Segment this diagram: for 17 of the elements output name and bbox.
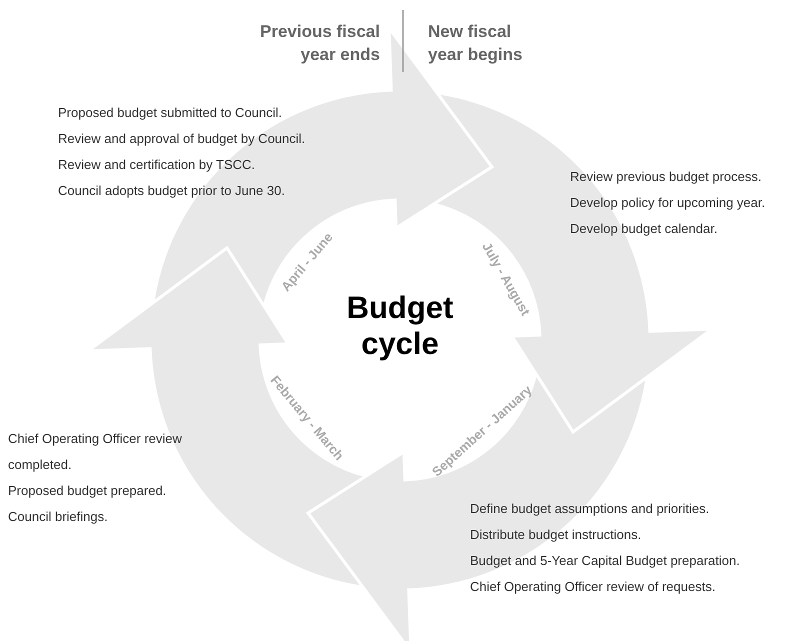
task-text: Council briefings. — [8, 508, 109, 526]
task-text: Develop policy for upcoming year. — [570, 194, 766, 212]
task-text: Define budget assumptions and priorities. — [470, 500, 710, 518]
task-text: Review and approval of budget by Council. — [58, 130, 306, 148]
task-text: Proposed budget prepared. — [8, 482, 168, 500]
task-text: Proposed budget submitted to Council. — [58, 104, 284, 122]
task-text: Chief Operating Officer review completed. — [8, 430, 183, 474]
task-text: Budget and 5-Year Capital Budget preparation. — [470, 552, 741, 570]
task-text: Develop budget calendar. — [570, 220, 718, 238]
diagram-title: Budget cycle — [346, 290, 454, 362]
task-text: Chief Operating Officer review of requests. — [470, 578, 716, 596]
fiscal-year-label: Previous fiscal year ends — [258, 21, 380, 66]
task-text: Review previous budget process. — [570, 168, 762, 186]
task-text: Review and certification by TSCC. — [58, 156, 256, 174]
task-text: Distribute budget instructions. — [470, 526, 642, 544]
task-text: Council adopts budget prior to June 30. — [58, 182, 286, 200]
fiscal-year-label: New fiscal year begins — [428, 21, 524, 66]
